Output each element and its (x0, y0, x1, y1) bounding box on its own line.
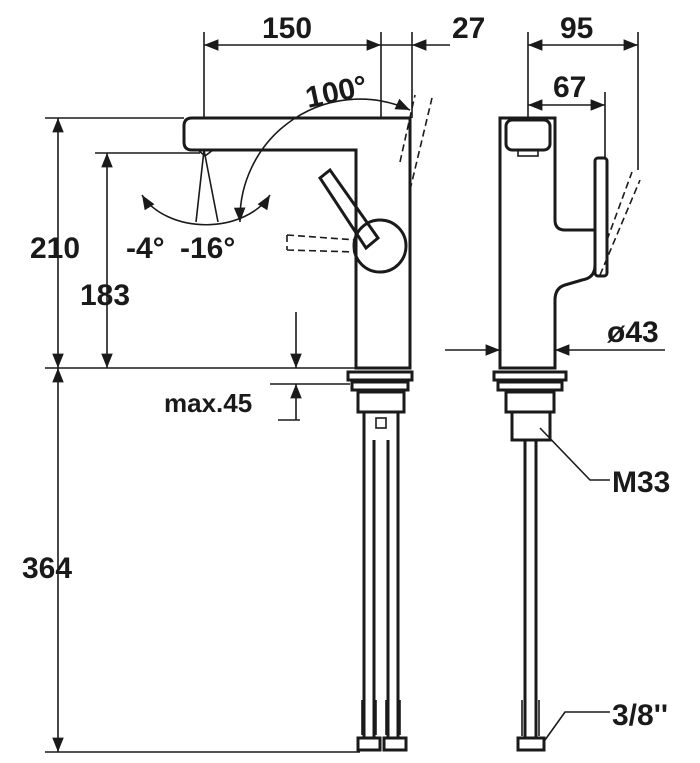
dim-body-diameter: ø43 (607, 316, 659, 349)
dim-depth-total: 95 (560, 12, 593, 45)
dim-handle-offset: 27 (452, 12, 485, 45)
dim-hose-length: 364 (22, 552, 72, 585)
dim-spout-angle-max: -16° (180, 232, 235, 265)
dim-spout-angle-min: -4° (126, 232, 165, 265)
spout-cap (504, 118, 552, 152)
handle-hub (352, 218, 408, 274)
handle-lever (317, 167, 381, 251)
base-ring (346, 370, 414, 382)
side-view (492, 116, 641, 752)
handle-side (593, 156, 609, 278)
label-connection: 3/8'' (612, 699, 668, 732)
hose-side (523, 440, 538, 738)
dimensions-side (445, 32, 665, 741)
dim-spout-length: 150 (262, 12, 312, 45)
dimensions-front (45, 32, 450, 753)
hose-fitting (356, 736, 382, 752)
dim-handle-rotation: 100° (303, 70, 371, 115)
label-thread: M33 (612, 466, 670, 499)
dim-height-total: 210 (30, 232, 80, 265)
thread-m33 (510, 410, 552, 442)
dim-height-outlet: 183 (80, 279, 130, 312)
dim-depth-body: 67 (553, 71, 586, 104)
front-view (141, 94, 433, 752)
hoses (362, 440, 400, 738)
dim-max-deck-thickness: max.45 (164, 388, 252, 418)
